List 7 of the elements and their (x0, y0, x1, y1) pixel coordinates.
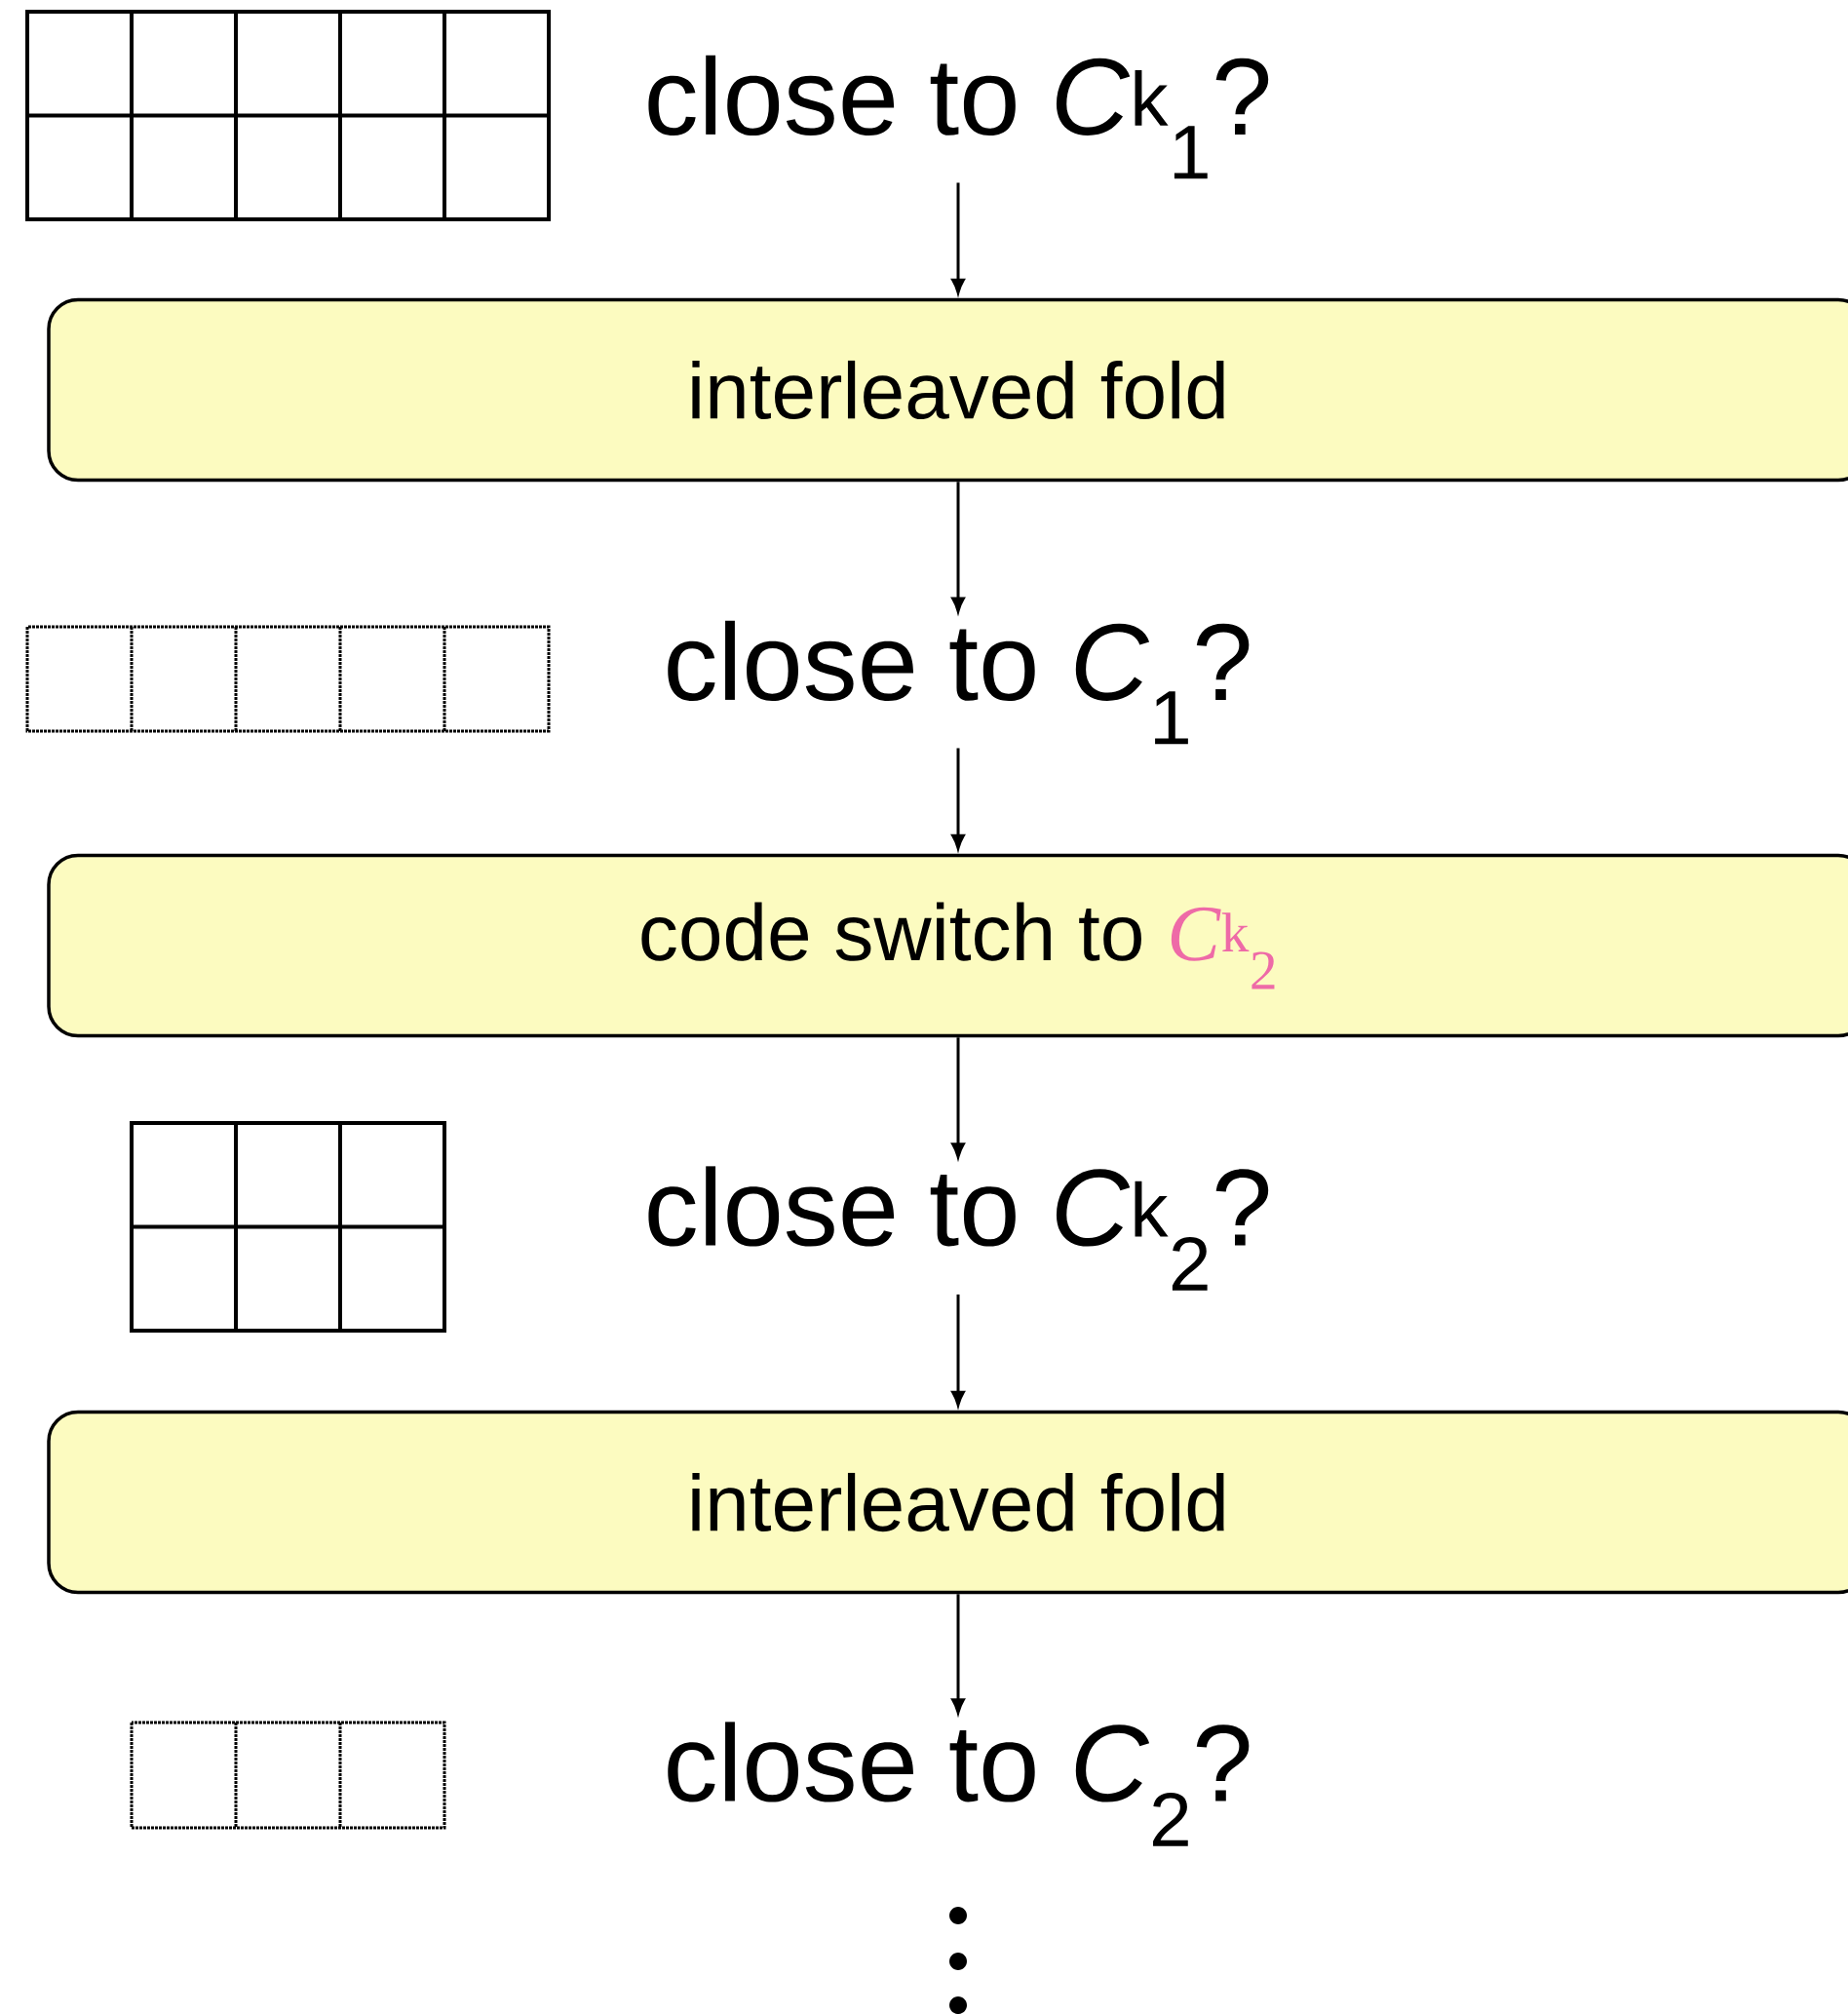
question-text: close to C$_{2}$? (668, 1722, 1250, 1846)
question-text: close to C$_{1}$? (668, 620, 1250, 745)
question-text: close to C$^{k}$$_{1}$? (648, 55, 1269, 179)
process-box: interleaved fold (47, 1410, 1848, 1595)
process-box: interleaved fold (47, 297, 1848, 483)
question-text: close to C$^{k}$$_{2}$? (648, 1166, 1269, 1291)
process-box: code switch to C$^{k}$2 (47, 853, 1848, 1038)
